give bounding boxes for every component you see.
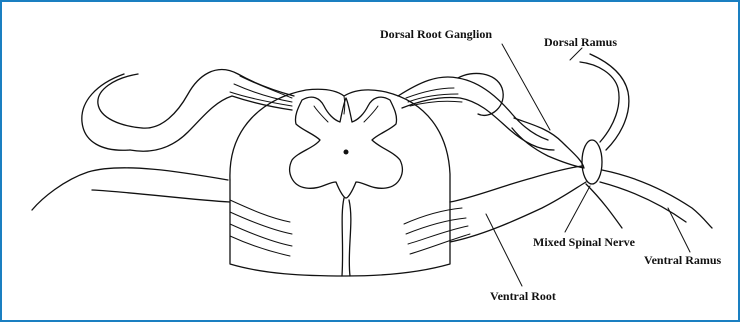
label-ventral-ramus: Ventral Ramus bbox=[644, 253, 722, 267]
ventral-ramus bbox=[600, 170, 712, 228]
leader-dorsal-ramus bbox=[570, 48, 582, 60]
label-mixed-spinal-nerve: Mixed Spinal Nerve bbox=[533, 235, 636, 249]
dorsal-ramus bbox=[580, 54, 629, 150]
mixed-spinal-nerve-junction bbox=[582, 140, 602, 184]
spinal-cord-lower-body bbox=[230, 180, 450, 276]
leader-dorsal-root-ganglion bbox=[502, 44, 550, 130]
left-dorsal-root bbox=[82, 70, 294, 152]
spinal-cord-outline bbox=[230, 89, 450, 202]
ventral-median-fissure bbox=[342, 198, 351, 276]
spinal-cord bbox=[230, 89, 450, 276]
right-dorsal-root bbox=[398, 73, 554, 150]
label-dorsal-root-ganglion: Dorsal Root Ganglion bbox=[380, 27, 492, 41]
label-dorsal-ramus: Dorsal Ramus bbox=[544, 35, 617, 49]
central-canal bbox=[344, 150, 349, 155]
label-ventral-root: Ventral Root bbox=[490, 289, 556, 303]
leader-ventral-ramus bbox=[668, 208, 690, 252]
nerve-continuation bbox=[586, 184, 622, 228]
left-ventral-root bbox=[32, 168, 292, 256]
dorsal-horn-lines bbox=[314, 106, 378, 122]
grey-matter bbox=[290, 97, 403, 198]
